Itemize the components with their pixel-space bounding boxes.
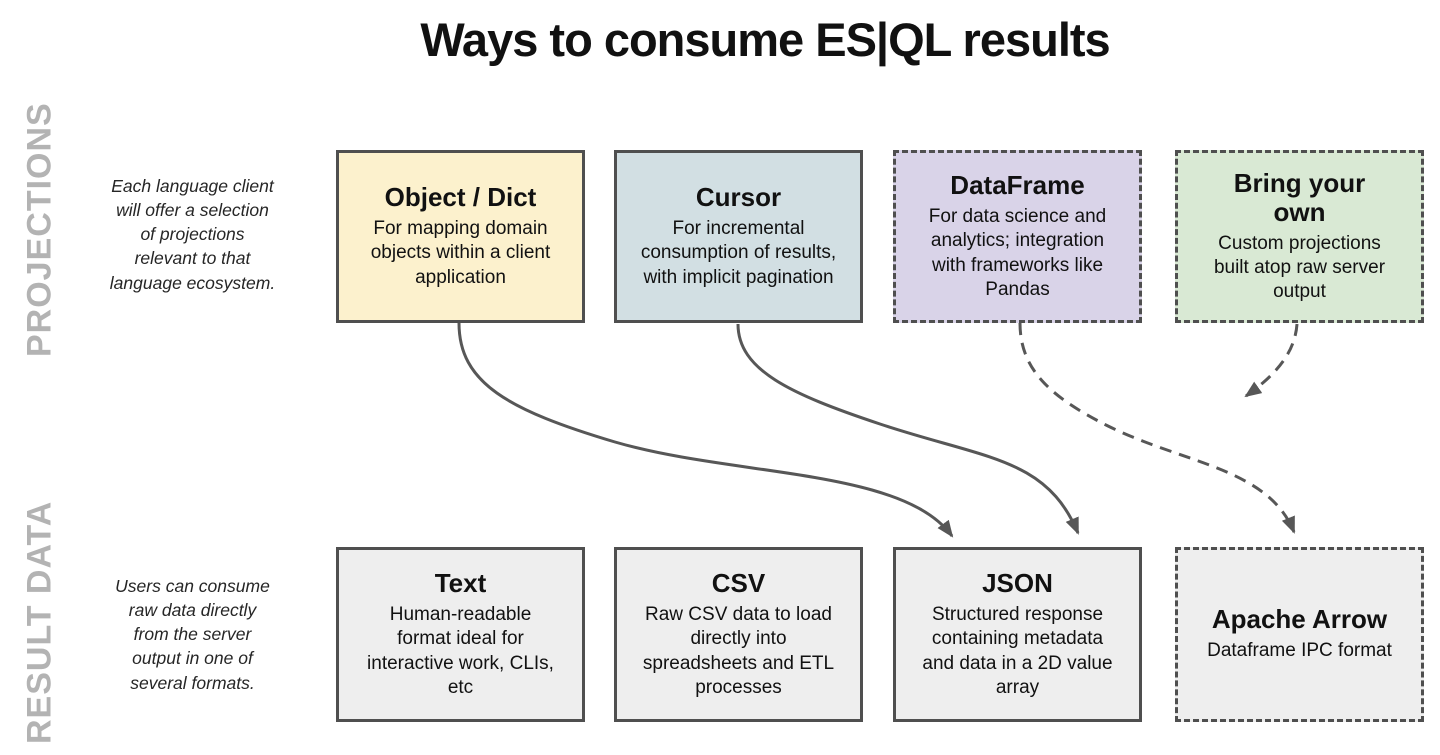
box-object-dict-heading: Object / Dict [384,182,537,213]
box-csv-body: Raw CSV data to load directly into sprea… [642,604,835,698]
box-cursor: Cursor For incremental consumption of re… [614,150,863,323]
box-apache-arrow: Apache Arrow Dataframe IPC format [1175,547,1424,722]
arrow-bring-your-own-down [1244,323,1299,398]
box-dataframe: DataFrame For data science and analytics… [893,150,1142,323]
box-json-body: Structured response containing metadata … [922,604,1113,698]
box-json: JSON Structured response containing meta… [893,547,1142,722]
box-object-dict: Object / Dict For mapping domain objects… [336,150,585,323]
result-data-note: Users can consume raw data directly from… [115,576,270,693]
box-bring-your-own: Bring your own Custom projections built … [1175,150,1424,323]
box-dataframe-heading: DataFrame [950,170,1085,201]
box-apache-arrow-heading: Apache Arrow [1211,604,1388,635]
box-bring-your-own-body: Custom projections built atop raw server… [1213,232,1386,303]
box-csv-heading: CSV [711,568,766,599]
box-text-heading: Text [434,568,487,599]
arrow-object-dict-to-json [457,322,954,538]
projections-note: Each language client will offer a select… [109,176,276,293]
box-json-heading: JSON [982,568,1053,599]
side-label-projections: PROJECTIONS [20,102,59,358]
box-object-dict-body: For mapping domain objects within a clie… [370,218,551,288]
box-cursor-body: For incremental consumption of results, … [640,218,837,288]
box-cursor-heading: Cursor [695,182,782,213]
arrow-cursor-to-json [736,323,1080,535]
box-bring-your-own-heading: Bring your own [1233,167,1366,227]
box-text-body: Human-readable format ideal for interact… [367,604,554,698]
box-apache-arrow-body: Dataframe IPC format [1207,640,1392,662]
box-csv: CSV Raw CSV data to load directly into s… [614,547,863,722]
box-dataframe-body: For data science and analytics; integrat… [928,206,1107,300]
page-title: Ways to consume ES|QL results [420,13,1110,66]
box-text: Text Human-readable format ideal for int… [336,547,585,722]
arrow-dataframe-to-apache-arrow [1018,322,1296,534]
side-label-result-data: RESULT DATA [20,500,59,744]
